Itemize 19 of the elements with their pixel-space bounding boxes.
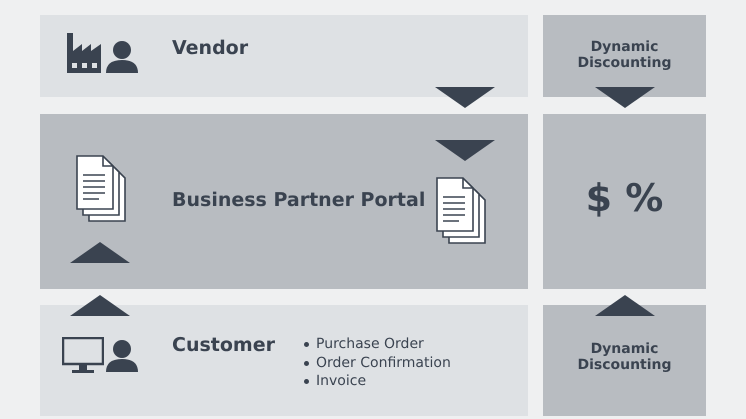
arrow <box>70 242 130 316</box>
box-title: Dynamic Discounting <box>576 39 673 71</box>
band-title: Customer <box>172 334 275 356</box>
customer-band <box>40 305 528 416</box>
arrow <box>595 87 655 108</box>
arrow <box>595 295 655 316</box>
payment-box <box>543 114 706 289</box>
list-item: Invoice <box>316 373 366 389</box>
band-title: Vendor <box>172 37 248 59</box>
list-item: Order Confirmation <box>316 354 451 370</box>
box-title: Dynamic Discounting <box>576 341 673 373</box>
portal-band <box>40 114 528 289</box>
list-item: Purchase Order <box>316 336 424 352</box>
arrow <box>435 87 495 161</box>
band-title: Business Partner Portal <box>172 189 426 211</box>
discount-box <box>543 15 706 97</box>
currency-percent-symbols: $ % <box>584 176 664 220</box>
vendor-band <box>40 15 528 97</box>
discount-box <box>543 305 706 416</box>
